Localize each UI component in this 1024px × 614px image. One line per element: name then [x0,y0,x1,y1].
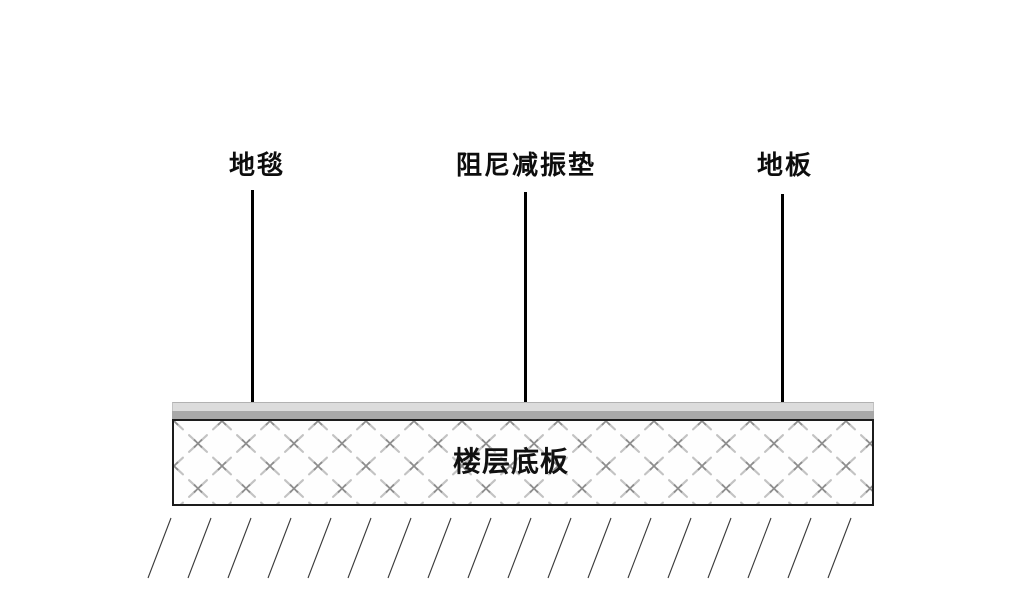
slab-label: 楼层底板 [452,446,570,478]
carpet-layer [172,402,874,411]
slab-crosshatch-pattern [174,421,872,504]
label-damping-pad: 阻尼减振垫 [455,151,597,180]
damping-pad-layer [172,411,874,419]
leader-line-carpet [251,190,254,412]
floor-slab: 楼层底板 [172,419,874,506]
leader-line-damping-pad [524,192,527,419]
leader-line-floor [781,194,784,464]
label-carpet: 地毯 [228,151,286,180]
ground-hatch [147,517,852,579]
label-floor: 地板 [756,151,814,180]
